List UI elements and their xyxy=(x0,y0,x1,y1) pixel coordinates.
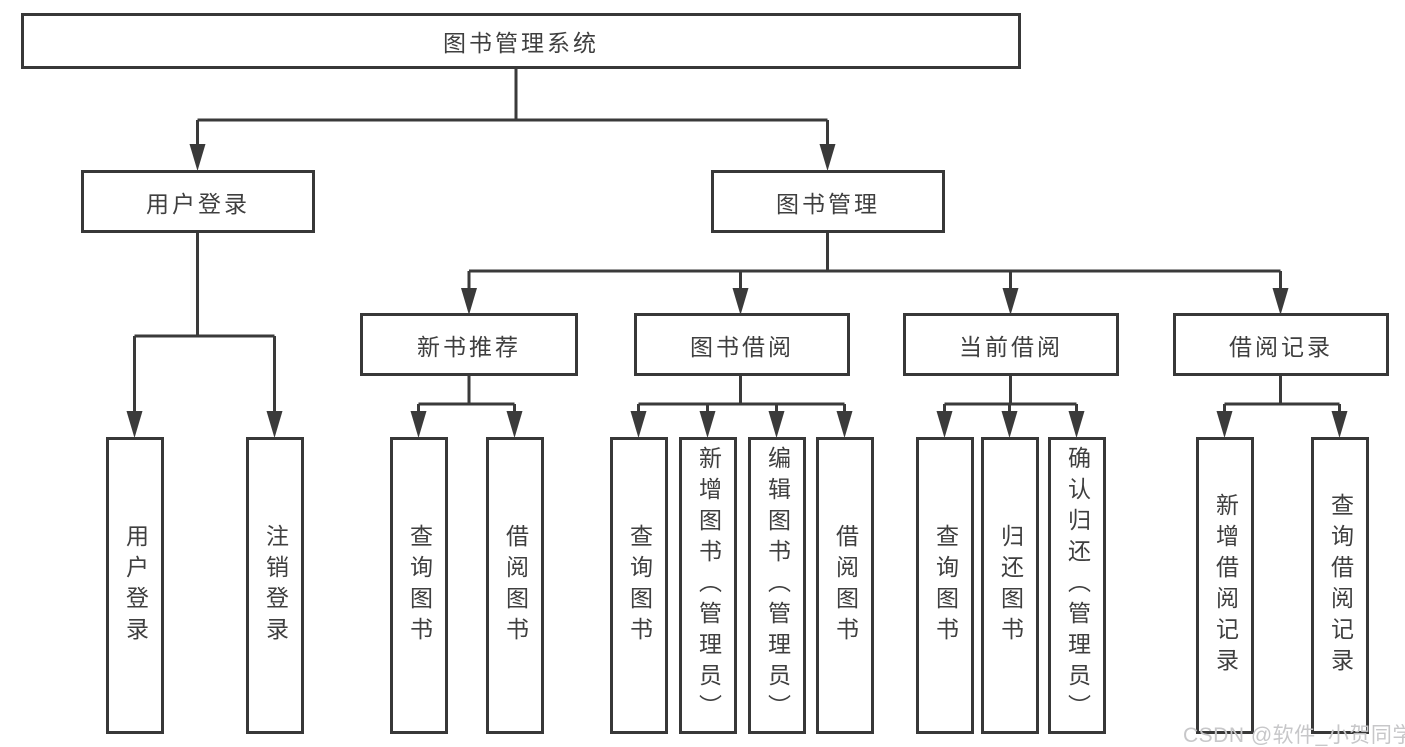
node-label: 查询图书 xyxy=(932,523,959,648)
node-label: 图书借阅 xyxy=(690,333,794,360)
node-label: 当前借阅 xyxy=(959,333,1063,360)
node-label: 新书推荐 xyxy=(417,333,521,360)
leaf-borrow-books: 借阅图书 xyxy=(816,437,874,734)
leaf-add-books-admin: 新增图书（管理员） xyxy=(679,437,737,734)
node-label: 确认归还（管理员） xyxy=(1064,446,1091,725)
node-label: 图书管理 xyxy=(776,190,880,217)
node-label: 借阅图书 xyxy=(832,523,859,648)
node-book-borrow: 图书借阅 xyxy=(634,313,850,376)
leaf-return-books: 归还图书 xyxy=(981,437,1039,734)
leaf-user-login: 用户登录 xyxy=(106,437,164,734)
leaf-current-query-books: 查询图书 xyxy=(916,437,974,734)
node-book-management: 图书管理 xyxy=(711,170,945,233)
node-current-borrow: 当前借阅 xyxy=(903,313,1119,376)
node-label: 注销登录 xyxy=(262,523,289,648)
leaf-confirm-return-admin: 确认归还（管理员） xyxy=(1048,437,1106,734)
node-label: 用户登录 xyxy=(122,523,149,648)
leaf-add-borrow-record: 新增借阅记录 xyxy=(1196,437,1254,734)
node-label: 新增图书（管理员） xyxy=(695,446,722,725)
node-label: 新增借阅记录 xyxy=(1212,492,1239,679)
node-label: 查询图书 xyxy=(406,523,433,648)
node-root-library-system: 图书管理系统 xyxy=(21,13,1021,69)
leaf-edit-books-admin: 编辑图书（管理员） xyxy=(748,437,806,734)
leaf-query-borrow-record: 查询借阅记录 xyxy=(1311,437,1369,734)
node-label: 借阅图书 xyxy=(502,523,529,648)
leaf-recommend-borrow-books: 借阅图书 xyxy=(486,437,544,734)
csdn-watermark: CSDN @软件_小贺同学 xyxy=(1183,724,1405,747)
node-label: 用户登录 xyxy=(146,190,250,217)
leaf-borrow-query-books: 查询图书 xyxy=(610,437,668,734)
node-label: 编辑图书（管理员） xyxy=(764,446,791,725)
node-label: 归还图书 xyxy=(997,523,1024,648)
node-new-book-recommend: 新书推荐 xyxy=(360,313,578,376)
node-label: 查询借阅记录 xyxy=(1327,492,1354,679)
node-label: 借阅记录 xyxy=(1229,333,1333,360)
node-label: 图书管理系统 xyxy=(443,30,599,56)
node-label: 查询图书 xyxy=(626,523,653,648)
leaf-recommend-query-books: 查询图书 xyxy=(390,437,448,734)
leaf-logout: 注销登录 xyxy=(246,437,304,734)
node-borrow-records: 借阅记录 xyxy=(1173,313,1389,376)
node-user-login: 用户登录 xyxy=(81,170,315,233)
